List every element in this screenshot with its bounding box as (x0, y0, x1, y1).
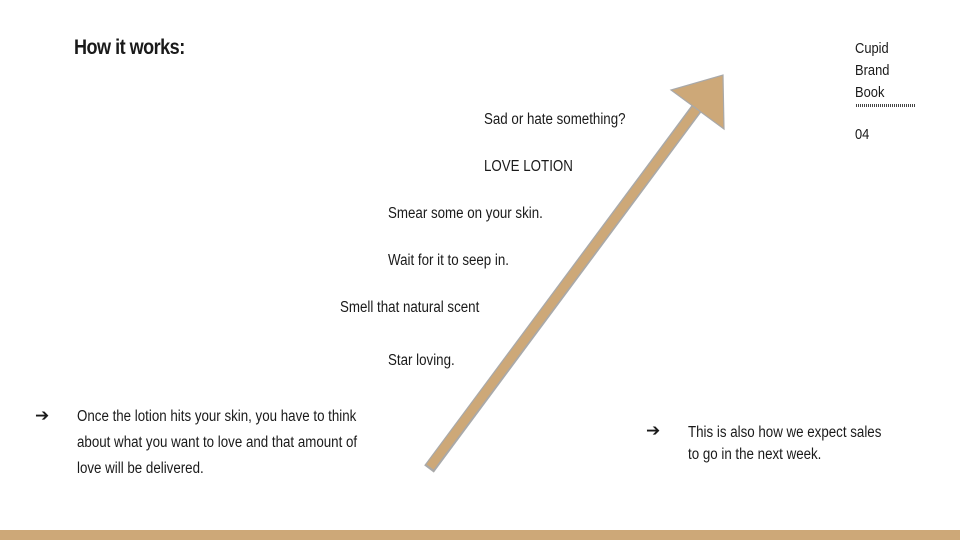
brand-divider (856, 104, 916, 107)
step-6: Star loving. (388, 352, 455, 369)
step-5: Smell that natural scent (340, 299, 480, 316)
arrow-right-icon: ➔ (35, 406, 50, 426)
slide-title: How it works: (74, 36, 185, 59)
left-bullet-text: Once the lotion hits your skin, you have… (77, 408, 358, 477)
step-4: Wait for it to seep in. (388, 252, 510, 269)
step-3: Smear some on your skin. (388, 205, 543, 222)
brand-line-1: Cupid (855, 40, 889, 57)
page-number: 04 (855, 126, 870, 143)
arrow-right-icon: ➔ (646, 421, 661, 441)
arrow-head (669, 74, 725, 131)
footer-accent-bar (0, 530, 960, 540)
brand-line-3: Book (855, 84, 885, 101)
step-2: LOVE LOTION (484, 158, 573, 175)
arrow-shaft (426, 105, 701, 470)
brand-label: Cupid Brand Book (855, 38, 908, 104)
right-bullet-text: This is also how we expect sales to go i… (688, 424, 882, 463)
step-1: Sad or hate something? (484, 111, 626, 128)
brand-line-2: Brand (855, 62, 890, 79)
